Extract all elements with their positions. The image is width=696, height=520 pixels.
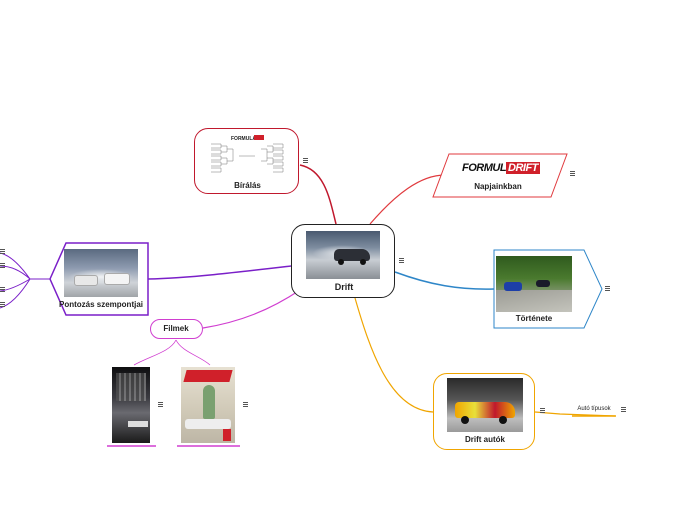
node-filmek[interactable]: Filmek <box>150 319 203 339</box>
link-napjainkban <box>370 175 445 224</box>
hamburger-icon[interactable] <box>0 287 5 292</box>
hamburger-icon[interactable] <box>0 302 5 307</box>
hamburger-icon[interactable] <box>621 407 626 412</box>
auto-tipusok-label[interactable]: Autó típusok <box>572 406 616 412</box>
node-pontozas[interactable]: Pontozás szempontjai <box>56 245 146 313</box>
central-label: Drift <box>292 282 396 292</box>
history-drift-image <box>496 256 572 312</box>
link-filmek <box>203 290 300 328</box>
link-biralas <box>300 165 336 224</box>
hamburger-icon[interactable] <box>303 158 308 163</box>
logo-drift-text: DRIFT <box>506 162 540 174</box>
link-pontozas <box>148 266 291 279</box>
hamburger-icon[interactable] <box>0 249 5 254</box>
filmek-label: Filmek <box>151 324 201 333</box>
drift-car-image <box>306 231 380 279</box>
link-tortenete <box>395 272 494 289</box>
drift-autok-label: Drift autók <box>434 435 536 444</box>
hamburger-icon[interactable] <box>0 263 5 268</box>
hamburger-icon[interactable] <box>243 402 248 407</box>
tortenete-label: Története <box>496 314 572 323</box>
svg-text:FORMULA: FORMULA <box>231 136 256 142</box>
drift-car-livery-image <box>447 378 523 432</box>
central-node[interactable]: Drift <box>291 224 395 298</box>
napjainkban-label: Napjainkban <box>448 182 548 191</box>
node-biralas[interactable]: FORMULA Bírálás <box>194 128 299 194</box>
scoring-drift-image <box>64 249 138 297</box>
node-napjainkban[interactable]: FORMULA DRIFT Napjainkban <box>448 157 548 195</box>
pontozas-label: Pontozás szempontjai <box>56 300 146 309</box>
biralas-label: Bírálás <box>195 181 300 190</box>
hamburger-icon[interactable] <box>605 286 610 291</box>
hamburger-icon[interactable] <box>399 258 404 263</box>
film-poster-1[interactable] <box>112 367 150 443</box>
link-drift-autok <box>355 298 433 412</box>
node-drift-autok[interactable]: Drift autók <box>433 373 535 450</box>
hamburger-icon[interactable] <box>540 408 545 413</box>
bracket-image: FORMULA <box>209 134 285 178</box>
link-filmek-children <box>134 340 210 365</box>
film-poster-2[interactable] <box>181 367 235 443</box>
formula-drift-logo: FORMULA DRIFT <box>462 162 536 176</box>
hamburger-icon[interactable] <box>570 171 575 176</box>
link-pontozas-children <box>0 253 50 308</box>
node-tortenete[interactable]: Története <box>496 252 582 326</box>
hamburger-icon[interactable] <box>158 402 163 407</box>
